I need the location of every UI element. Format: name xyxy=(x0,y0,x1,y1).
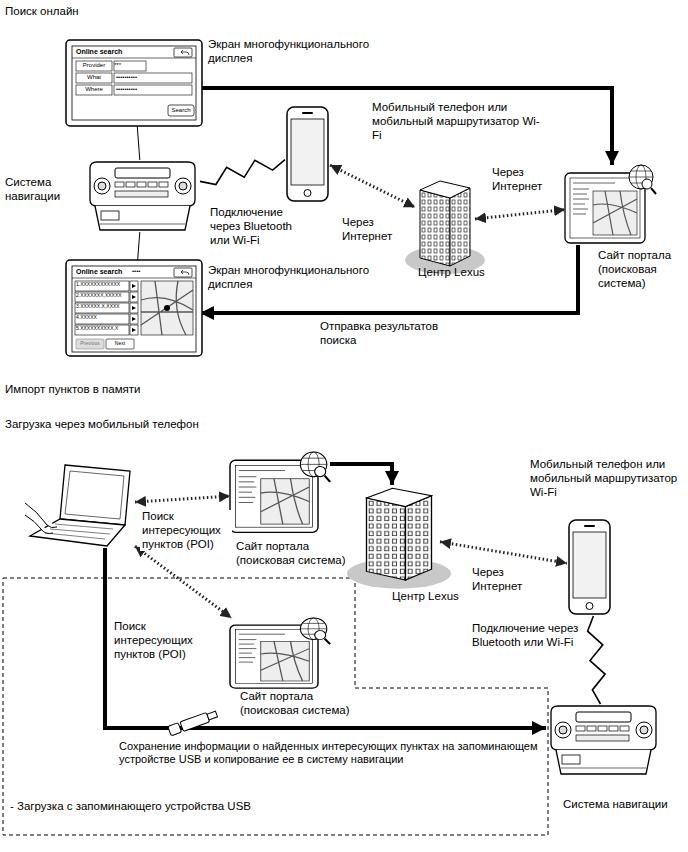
device-node: Сайт портала (поисковая система) xyxy=(230,452,330,534)
device-node xyxy=(25,463,135,548)
laptop-user xyxy=(25,465,130,546)
screen-text: 1.XXXXXXXXXXXX xyxy=(76,282,129,287)
node-label: Система навигации xyxy=(5,176,81,204)
portal-tablet xyxy=(230,452,330,532)
data-flow-arrow xyxy=(330,464,392,485)
section-heading: Поиск онлайн xyxy=(5,5,79,19)
node-label: Сайт портала (поисковая система) xyxy=(236,540,346,568)
connector-label: Подключение через Bluetooth или Wi-Fi xyxy=(208,206,316,247)
screen-text: Provider xyxy=(76,62,112,68)
lexus-building xyxy=(347,488,451,588)
node-label: Мобильный телефон или мобильный маршрути… xyxy=(372,101,544,142)
display-screen xyxy=(66,40,202,126)
internet-link xyxy=(135,546,232,618)
screen-text: 5.XXXXXXXXXX,X xyxy=(76,326,129,331)
dashed-region xyxy=(3,578,548,835)
node-label: Система навигации xyxy=(563,798,678,812)
data-flow-arrow xyxy=(200,88,612,165)
connector-label: Поиск интересующих пунктов (POI) xyxy=(112,620,206,661)
connector-label: Через Интернет xyxy=(470,566,536,594)
node-label: Экран многофункционального дисплея xyxy=(208,38,378,66)
screen-text: •••••••••• xyxy=(116,86,192,92)
node-label: Сайт портала (поисковая система) xyxy=(240,690,350,718)
device-node: Центр Lexus xyxy=(360,485,440,585)
node-label: Центр Lexus xyxy=(418,266,493,280)
navigation-unit xyxy=(90,162,195,230)
mobile-phone xyxy=(287,107,328,201)
device-node: Мобильный телефон или мобильный маршрути… xyxy=(285,105,330,203)
screen-text: •••••••••• xyxy=(116,74,192,80)
screen-text: What xyxy=(76,74,112,80)
device-node: Сайт портала (поисковая система) xyxy=(230,618,330,690)
connector-label: Через Интернет xyxy=(340,216,406,244)
screen-text: Next xyxy=(106,341,134,346)
portal-tablet xyxy=(565,165,656,243)
connector-label: Сохранение информации о найденных интере… xyxy=(117,740,545,766)
navigation-unit xyxy=(551,706,656,774)
device-node: Мобильный телефон или мобильный маршрути… xyxy=(567,518,612,616)
connector-label: Поиск интересующих пунктов (POI) xyxy=(140,510,232,551)
node-label: Сайт портала (поисковая система) xyxy=(598,249,684,290)
node-label: Центр Lexus xyxy=(392,590,467,604)
connector-label: Через Интернет xyxy=(490,166,556,194)
device-node: Система навигации xyxy=(85,160,200,232)
screen-text: Previous xyxy=(76,341,104,346)
device-node: Центр Lexus xyxy=(415,178,475,266)
device-node: Сайт портала (поисковая система) xyxy=(565,165,655,245)
screen-text: 4.XXXXX xyxy=(76,315,129,320)
note: - Загрузка с запоминающего устройства US… xyxy=(10,800,251,814)
screen-text: *** xyxy=(114,62,146,68)
section-heading: Загрузка через мобильный телефон xyxy=(5,418,199,432)
internet-link xyxy=(475,210,565,219)
internet-link xyxy=(440,542,567,563)
screen-text: 3.XXXXXX,X,XXXX xyxy=(76,304,129,309)
screen-text: •••• xyxy=(132,268,140,274)
screen-text: 2.XXXXXXX,XXXXX xyxy=(76,293,129,298)
section-heading: Импорт пунктов в памяти xyxy=(5,383,140,397)
screen-text: Online search xyxy=(76,48,122,55)
connector-label: Отправка результатов поиска xyxy=(318,320,472,348)
mobile-phone xyxy=(569,520,610,614)
internet-link xyxy=(135,496,230,502)
display-screen xyxy=(66,260,202,356)
wireless-link xyxy=(200,160,285,185)
lexus-building xyxy=(405,181,485,274)
screen-text: Where xyxy=(76,86,112,92)
portal-tablet xyxy=(230,618,330,688)
connector-label: Подключение через Bluetooth или Wi-Fi xyxy=(470,622,586,650)
leader-line xyxy=(138,232,140,262)
screen-text: Search xyxy=(168,107,194,113)
usb-stick xyxy=(168,709,218,735)
node-label: Экран многофункционального дисплея xyxy=(208,264,378,292)
node-label: Мобильный телефон или мобильный маршрути… xyxy=(530,458,682,499)
wireless-link xyxy=(588,616,606,704)
data-flow-arrow xyxy=(200,245,578,313)
internet-link xyxy=(330,165,415,207)
screen-text: Online search xyxy=(76,268,122,275)
device-node: Система навигации xyxy=(546,704,661,778)
leader-line xyxy=(137,124,140,160)
